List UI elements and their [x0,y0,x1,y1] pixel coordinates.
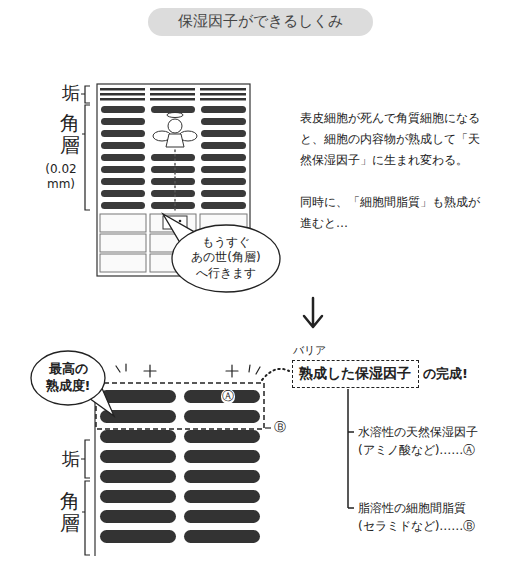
horny-cell [201,142,246,149]
horny-cell [151,106,195,113]
matured-cell [100,450,176,463]
horny-cell [101,190,145,197]
dirt-line [100,88,145,91]
matured-cell [184,430,260,443]
box-heading: バリア [293,344,326,358]
callout-letter: Ⓐ [221,389,235,404]
layer-bracket [82,481,90,555]
angel-halo [167,113,183,118]
dirt-line [200,88,246,91]
dirt-line [100,93,145,96]
horny-cell [101,166,145,173]
matured-cell [184,450,260,463]
branch-lines [348,389,354,508]
matured-cell [184,470,260,483]
layer-label: 垢 [62,448,80,471]
horny-cell [101,202,145,209]
angel-body [166,134,184,147]
angel-head [168,119,182,133]
note-text: 表皮細胞が死んで角質細胞になると、細胞の内容物が熟成して「天然保湿因子」に生まれ… [300,108,480,171]
callout-letter: Ⓑ [274,420,286,435]
bubble-text: もうすぐ あの世(角層) へ行きます [186,235,266,282]
layer-label: 角層 [60,112,80,156]
sparkle [116,364,126,372]
barrier-box: バリア熟成した保湿因子 [292,360,419,388]
sparkles [116,364,260,377]
layer-label: 垢 [62,82,80,105]
horny-cell [201,130,246,137]
layer-bracket [81,86,90,103]
down-arrow [304,298,322,327]
title-text: 保湿因子ができるしくみ [178,12,343,32]
component-item: 脂溶性の細胞間脂質 (セラミドなど)……Ⓑ [358,499,508,535]
layer-label: 角層 [60,490,80,534]
horny-cell [101,106,145,113]
component-item: 水溶性の天然保湿因子 (アミノ酸など)……Ⓐ [358,423,508,459]
horny-cell [151,166,195,173]
matured-cell [100,490,176,503]
epidermal-cell [100,254,146,272]
horny-cell [151,178,195,185]
note-text: の完成! [423,366,468,382]
dirt-line [200,98,246,101]
matured-cell [184,410,260,423]
matured-cell [100,390,176,403]
horny-cell [201,118,246,125]
matured-cell [184,530,260,543]
matured-cell [100,470,176,483]
horny-cell [101,178,145,185]
horny-cell [151,202,195,209]
horny-cell [151,154,195,161]
speech-bubble: 最高の 熟成度! [30,350,106,406]
horny-cell [151,190,195,197]
bubble-ellipse [31,351,105,405]
horny-cell [101,142,145,149]
matured-cell [184,510,260,523]
horny-cell [101,118,145,125]
sparkle [144,365,156,377]
dirt-layer [100,88,246,101]
sparkle [226,365,238,377]
epidermal-cell [100,234,146,252]
horny-cell [201,106,246,113]
horny-cell [201,202,246,209]
rising-trail [174,150,176,212]
leader-line [265,427,271,428]
dotted-leader [262,369,289,380]
horny-cell [201,166,246,173]
matured-cell [184,390,260,403]
speech-bubble: もうすぐ あの世(角層) へ行きます [171,224,281,293]
horny-cells [101,106,246,209]
dimension-label: (0.02 mm) [40,162,82,192]
horny-cell [201,178,246,185]
title-pill: 保湿因子ができるしくみ [148,8,373,36]
dirt-line [150,93,195,96]
barrier-region [96,383,264,429]
note-text: 同時に、「細胞間脂質」も熟成が進むと… [300,192,480,234]
matured-cell [184,490,260,503]
matured-cell [100,530,176,543]
horny-cell [101,154,145,161]
dirt-line [200,93,246,96]
horny-cell [101,130,145,137]
matured-cell [100,510,176,523]
bubble-ellipse [172,225,280,292]
sparkle [249,365,260,374]
epidermal-cell [100,214,146,232]
dirt-line [150,88,195,91]
dirt-line [100,98,145,101]
layer-bracket [81,440,90,478]
box-text: 熟成した保湿因子 [299,364,411,382]
layer-bracket [82,105,90,210]
horny-cell [201,154,246,161]
face-eye [179,220,182,223]
dirt-line [150,98,195,101]
matured-cells [100,390,260,543]
matured-cell [100,430,176,443]
horny-cell [201,190,246,197]
bubble-text: 最高の 熟成度! [41,361,95,395]
